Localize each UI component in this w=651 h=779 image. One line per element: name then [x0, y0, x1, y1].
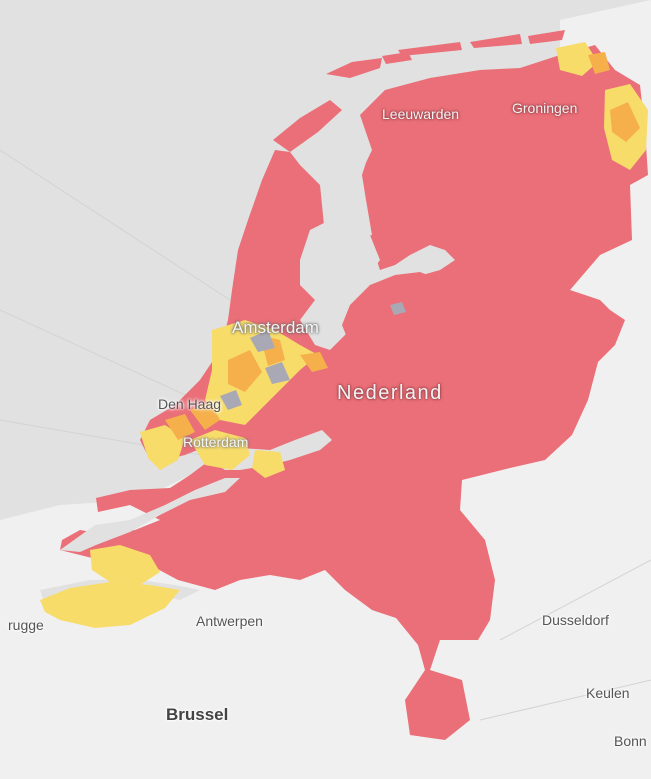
delta-waters: [60, 478, 240, 552]
label-city-antwerpen: Antwerpen: [196, 613, 263, 629]
label-city-dusseldorf: Dusseldorf: [542, 612, 609, 628]
label-country-nederland: Nederland: [337, 382, 443, 404]
grey-regions: [220, 302, 406, 410]
label-city-bonn: Bonn: [614, 733, 647, 749]
label-city-den-haag: Den Haag: [158, 396, 222, 412]
label-city-groningen: Groningen: [512, 100, 578, 116]
wadden-islands: [273, 30, 565, 152]
label-city-brussel: Brussel: [166, 705, 229, 724]
waddenzee: [325, 140, 372, 240]
label-city-amsterdam: Amsterdam: [232, 318, 319, 337]
label-city-rotterdam: Rotterdam: [183, 434, 249, 450]
label-city-brugge: rugge: [8, 617, 44, 633]
orange-regions: [165, 52, 640, 440]
label-city-leeuwarden: Leeuwarden: [382, 106, 460, 122]
netherlands-region: [60, 45, 648, 740]
label-city-keulen: Keulen: [586, 685, 630, 701]
